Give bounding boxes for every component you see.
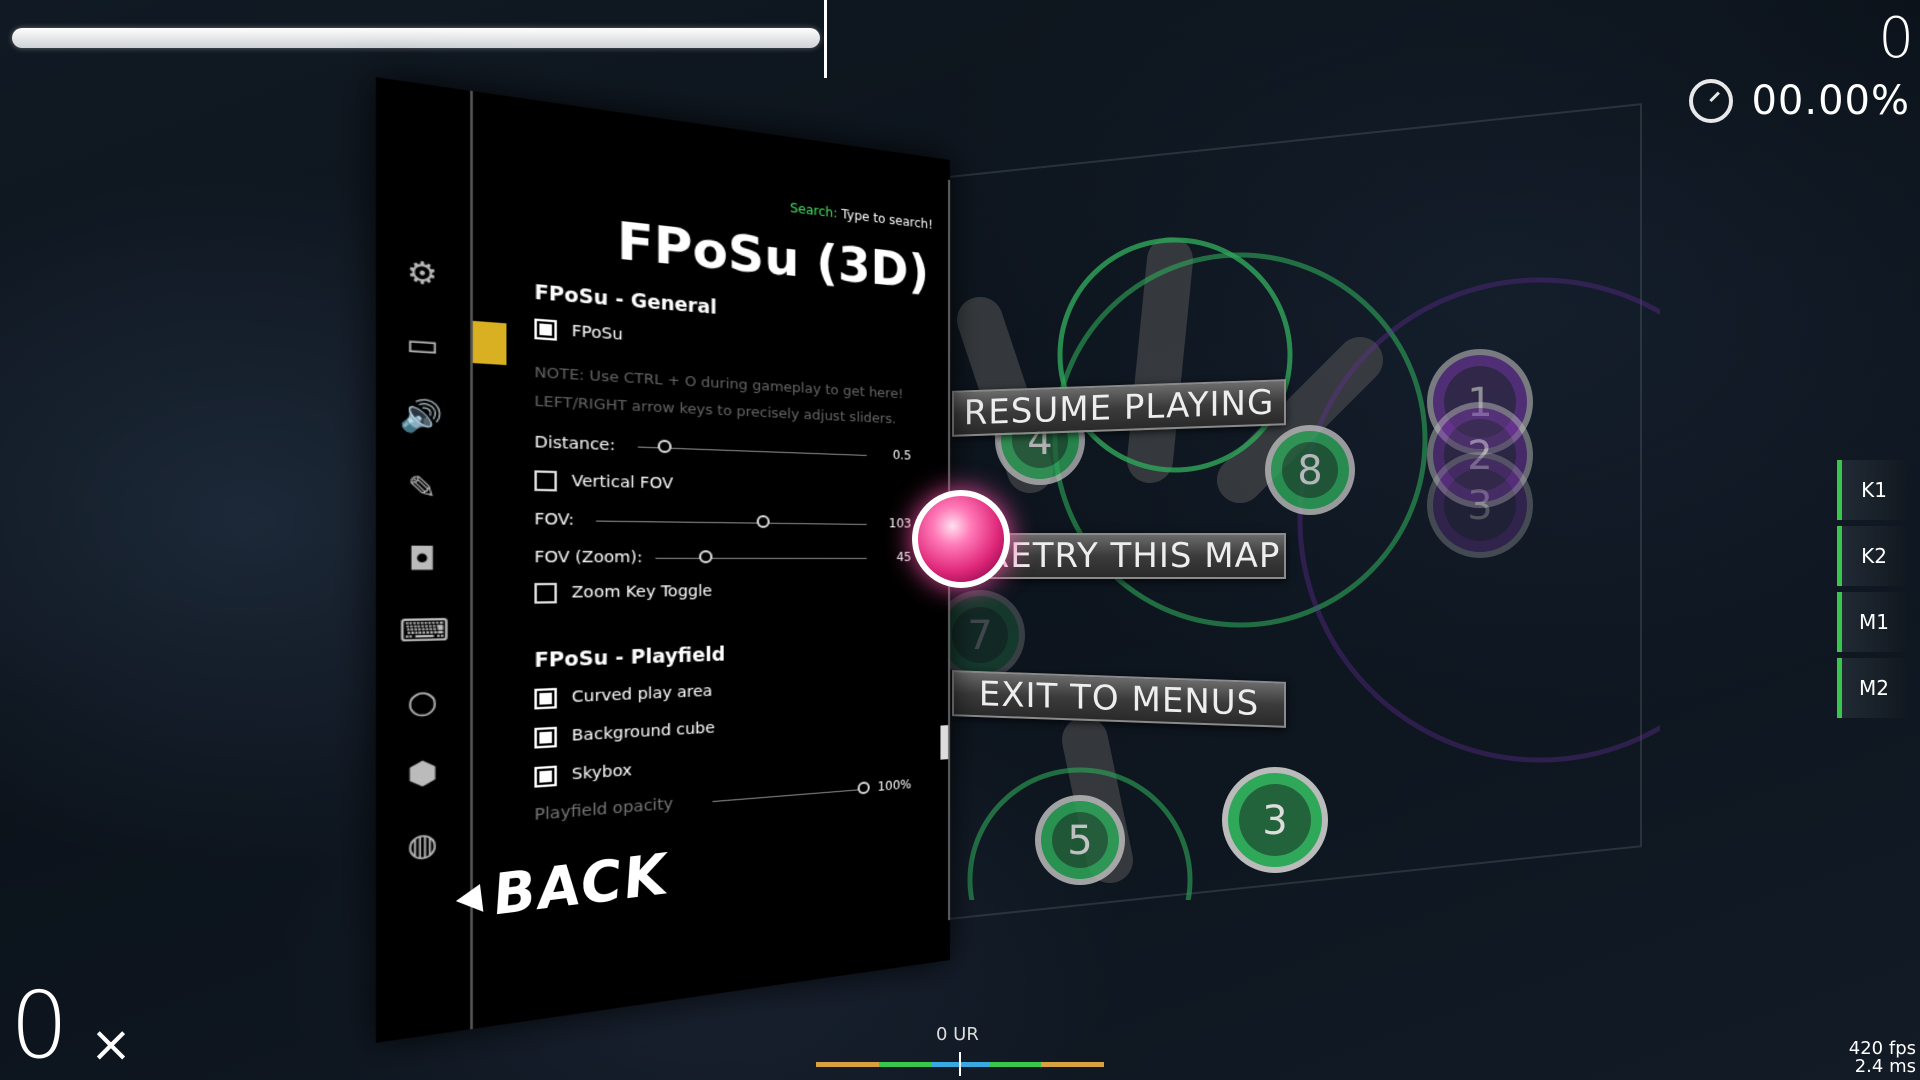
hit-circle: 3 <box>1225 770 1325 870</box>
fps-counter: 420 fps 2.4 ms <box>1849 1040 1916 1076</box>
search-hint[interactable]: Search: Type to search! <box>790 200 933 232</box>
fov-slider-knob[interactable] <box>757 515 770 528</box>
fov-value: 103 <box>889 516 912 531</box>
settings-scrollbar[interactable] <box>940 725 948 760</box>
hit-circle: 7 <box>940 593 1022 677</box>
hit-circle: 8 <box>1268 428 1352 512</box>
zoom-key-toggle-checkbox[interactable] <box>534 583 556 604</box>
hit-error-segment <box>989 1062 1041 1067</box>
circle-icon[interactable]: ○ <box>399 684 445 722</box>
playfield-opacity-label: Playfield opacity <box>534 795 673 824</box>
hit-circle-number: 3 <box>1262 798 1287 844</box>
song-progress-bar <box>12 28 820 48</box>
fov-zoom-value: 45 <box>896 550 911 564</box>
active-section-indicator <box>473 321 507 365</box>
hit-error-segment <box>879 1062 931 1067</box>
distance-slider[interactable]: Distance: 0.5 <box>534 431 911 469</box>
hit-circle-number: 7 <box>967 613 992 659</box>
fposu-checkbox[interactable] <box>534 318 556 340</box>
unstable-rate: 0 UR <box>936 1024 979 1045</box>
background-cube-label: Background cube <box>572 719 715 745</box>
hit-circle: 3 <box>1430 455 1530 555</box>
hit-circle: 5 <box>1038 798 1122 882</box>
fposu-label: FPoSu <box>572 322 623 344</box>
monitor-icon[interactable]: ▭ <box>399 326 445 365</box>
hit-circle-number: 5 <box>1067 818 1092 864</box>
distance-slider-knob[interactable] <box>658 439 672 453</box>
key-m1: M1 <box>1837 592 1906 652</box>
search-label: Search: <box>790 200 837 220</box>
gear-icon[interactable]: ⚙ <box>399 254 445 294</box>
score-counter: 0 <box>1878 6 1914 71</box>
cursor <box>912 490 1010 588</box>
fov-zoom-label: FOV (Zoom): <box>534 548 642 566</box>
curved-play-area-label: Curved play area <box>572 683 713 707</box>
key-m2: M2 <box>1837 658 1906 718</box>
speaker-icon[interactable]: 🔊 <box>399 398 445 436</box>
song-progress-marker <box>824 0 827 78</box>
gamepad-icon[interactable]: ◘ <box>399 542 445 578</box>
playfield-opacity-value: 100% <box>877 777 911 794</box>
background-cube-toggle[interactable]: Background cube <box>534 718 714 748</box>
key-k1: K1 <box>1837 460 1906 520</box>
vertical-fov-toggle[interactable]: Vertical FOV <box>534 470 673 494</box>
slider-body <box>1150 260 1170 460</box>
key-overlay: K1 K2 M1 M2 <box>1837 460 1906 724</box>
hit-error-segment <box>816 1062 879 1067</box>
hit-error-segment <box>1041 1062 1104 1067</box>
combo-suffix: × <box>90 1015 132 1073</box>
fposu-toggle[interactable]: FPoSu <box>534 318 622 345</box>
curved-play-area-checkbox[interactable] <box>534 688 556 710</box>
fov-label: FOV: <box>534 511 574 530</box>
hit-circle-number: 3 <box>1467 483 1492 529</box>
brush-icon[interactable]: ✎ <box>399 470 445 507</box>
distance-label: Distance: <box>534 433 615 454</box>
back-arrow-icon <box>454 884 483 915</box>
key-k2: K2 <box>1837 526 1906 586</box>
vertical-fov-label: Vertical FOV <box>572 472 673 492</box>
fov-zoom-slider-knob[interactable] <box>699 550 713 563</box>
globe-icon[interactable]: ◍ <box>399 826 445 866</box>
background-cube-checkbox[interactable] <box>534 727 556 749</box>
retry-this-map-button[interactable]: RETRY THIS MAP <box>980 533 1286 579</box>
vertical-fov-checkbox[interactable] <box>534 470 556 491</box>
accuracy-text: 00.00% <box>1751 78 1910 124</box>
zoom-key-toggle-label: Zoom Key Toggle <box>572 583 712 602</box>
distance-value: 0.5 <box>893 448 912 463</box>
skybox-toggle[interactable]: Skybox <box>534 761 632 788</box>
section-heading-playfield: FPoSu - Playfield <box>534 644 725 672</box>
skybox-label: Skybox <box>572 762 632 784</box>
fov-slider[interactable]: FOV: 103 <box>534 508 911 536</box>
keyboard-icon[interactable]: ⌨ <box>399 613 445 650</box>
playfield: 48753123 <box>940 140 1660 900</box>
cube-icon[interactable]: ⬢ <box>399 755 445 794</box>
combo-counter: 0 <box>10 980 69 1072</box>
curved-play-area-toggle[interactable]: Curved play area <box>534 682 712 710</box>
hit-error-center <box>959 1052 961 1076</box>
pie-timer-icon <box>1689 79 1733 123</box>
playfield-opacity-slider-knob[interactable] <box>858 781 870 794</box>
hit-circle-number: 8 <box>1297 448 1322 494</box>
search-placeholder: Type to search! <box>841 207 932 232</box>
accuracy-display: 00.00% <box>1689 78 1910 124</box>
skybox-checkbox[interactable] <box>534 766 556 788</box>
section-heading-general: FPoSu - General <box>534 282 716 320</box>
fov-zoom-slider[interactable]: FOV (Zoom): 45 <box>534 546 911 571</box>
zoom-key-toggle[interactable]: Zoom Key Toggle <box>534 582 712 604</box>
frame-time: 2.4 ms <box>1849 1058 1916 1076</box>
